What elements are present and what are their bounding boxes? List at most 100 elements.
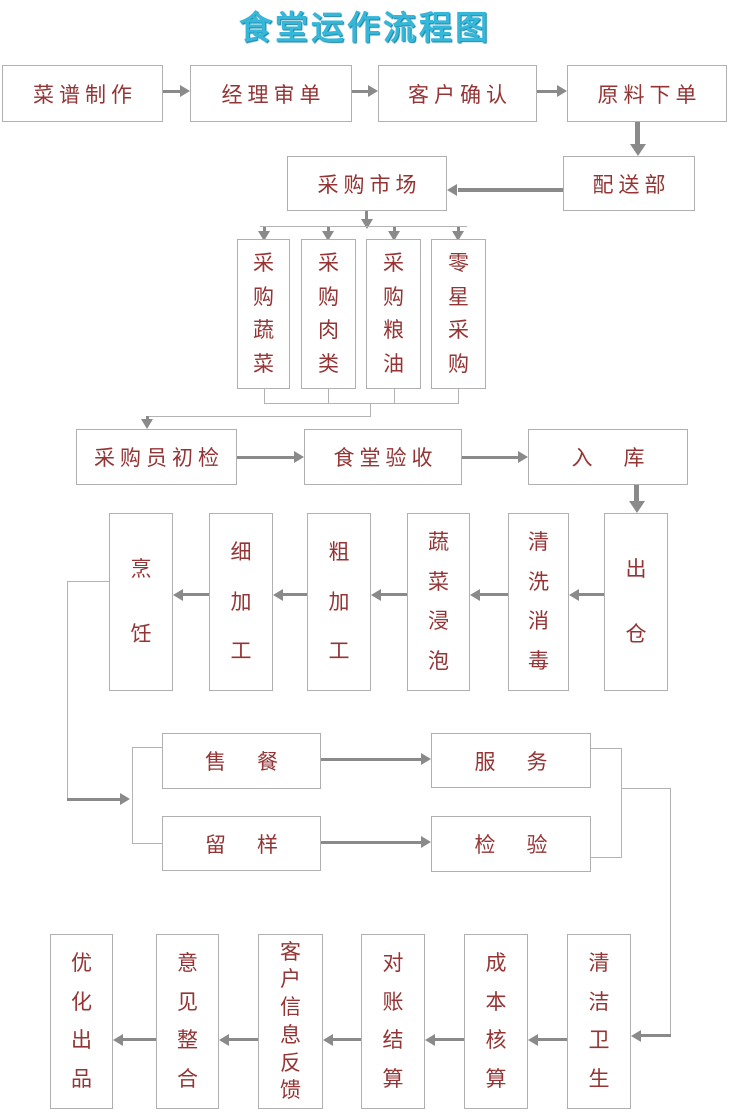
merge-stub-3 xyxy=(394,389,395,403)
arrow-head-order-to-delivery xyxy=(630,144,646,156)
right-bracket-vline xyxy=(621,748,622,858)
node-optimize-output: 优化出品 xyxy=(50,934,113,1109)
node-reconciliation: 对账结算 xyxy=(361,934,425,1109)
node-cost-accounting: 成本核算 xyxy=(464,934,528,1109)
arrow-head-sample-to-inspection xyxy=(421,836,431,848)
arrow-shaft-feedback-to-opinion xyxy=(229,1038,258,1041)
page-title: 食堂运作流程图 xyxy=(239,11,491,47)
arrow-head-sale-to-service xyxy=(421,753,431,765)
split-arrow-head-1 xyxy=(258,231,270,241)
node-menu-creation: 菜谱制作 xyxy=(2,65,163,122)
node-buy-vegetables: 采购蔬菜 xyxy=(237,239,290,389)
arrow-head-fine-to-cooking xyxy=(173,589,183,601)
node-vegetable-soaking: 蔬菜浸泡 xyxy=(407,513,470,691)
arrow-head-feedback-to-opinion xyxy=(219,1034,229,1046)
node-rough-processing: 粗加工 xyxy=(307,513,371,691)
split-arrow-shaft-2 xyxy=(327,227,330,233)
arrow-shaft-fine-to-cooking xyxy=(183,593,209,596)
split-arrow-shaft-1 xyxy=(263,227,266,233)
cooking-exit-vline xyxy=(67,581,68,800)
arrow-shaft-cost-to-reconcile xyxy=(435,1038,464,1041)
right-bracket-top-stub xyxy=(591,748,621,749)
arrow-shaft-sample-to-inspection xyxy=(321,841,421,844)
node-inspection: 检 验 xyxy=(431,816,591,872)
arrow-head-cleaning-to-cost xyxy=(528,1034,538,1046)
arrow-shaft-reconcile-to-feedback xyxy=(333,1038,361,1041)
split-arrow-shaft-4 xyxy=(457,227,460,233)
cooking-exit-hline xyxy=(67,581,109,582)
node-buy-meat: 采购肉类 xyxy=(301,239,356,389)
left-bracket-vline xyxy=(132,747,133,844)
arrow-head-review-to-confirm xyxy=(368,85,378,97)
merge-hline xyxy=(264,403,459,404)
right-bracket-bottom-stub xyxy=(591,857,621,858)
split-arrow-head-2 xyxy=(322,231,334,241)
node-warehouse-out: 出仓 xyxy=(604,513,668,691)
node-canteen-acceptance: 食堂验收 xyxy=(304,429,462,485)
node-service: 服 务 xyxy=(431,733,591,788)
arrow-head-soak-to-rough xyxy=(371,589,381,601)
node-ingredient-order: 原料下单 xyxy=(567,65,727,122)
node-cleaning: 清洁卫生 xyxy=(567,934,631,1109)
arrow-shaft-cooking-to-bracket xyxy=(67,798,120,801)
merge-vline xyxy=(370,403,371,417)
arrow-head-cooking-to-bracket xyxy=(120,793,130,805)
arrow-head-opinion-to-optimize xyxy=(113,1034,123,1046)
arrow-shaft-cleaning-to-cost xyxy=(538,1038,567,1041)
arrow-shaft-in-to-out xyxy=(634,485,639,503)
left-bracket-bottom-stub xyxy=(132,843,162,844)
arrow-shaft-opinion-to-optimize xyxy=(123,1038,156,1041)
arrow-head-reconcile-to-feedback xyxy=(323,1034,333,1046)
arrow-shaft-acceptance-to-in xyxy=(462,456,519,459)
arrow-head-confirm-to-order xyxy=(557,85,567,97)
node-opinion-integration: 意见整合 xyxy=(156,934,219,1109)
connector-market-down-head xyxy=(361,219,373,229)
arrow-shaft-rough-to-fine xyxy=(283,593,307,596)
connector-market-down-shaft xyxy=(365,211,368,221)
node-manager-review: 经理审单 xyxy=(190,65,352,122)
split-arrow-shaft-3 xyxy=(393,227,396,233)
arrow-head-rough-to-fine xyxy=(273,589,283,601)
arrow-shaft-out-to-wash xyxy=(579,593,604,596)
split-arrow-head-4 xyxy=(452,231,464,241)
arrow-head-wash-to-soak xyxy=(470,589,480,601)
node-delivery-dept: 配送部 xyxy=(563,156,695,211)
arrow-shaft-merge-to-check xyxy=(146,416,149,421)
node-buyer-initial-check: 采购员初检 xyxy=(76,429,237,485)
arrow-head-delivery-to-market xyxy=(447,184,457,196)
split-arrow-head-3 xyxy=(388,231,400,241)
node-warehouse-in: 入 库 xyxy=(528,429,688,485)
merge-stub-4 xyxy=(458,389,459,403)
node-customer-confirm: 客户确认 xyxy=(378,65,537,122)
node-fine-processing: 细加工 xyxy=(209,513,273,691)
left-bracket-top-stub xyxy=(132,747,162,748)
arrow-shaft-check-to-acceptance xyxy=(237,456,295,459)
arrow-shaft-sale-to-service xyxy=(321,758,421,761)
merge-hline-2 xyxy=(147,416,371,417)
arrow-head-merge-to-check xyxy=(141,419,153,429)
arrow-shaft-delivery-to-market xyxy=(458,188,563,192)
node-sample-retention: 留 样 xyxy=(162,816,321,871)
arrow-shaft-wash-to-soak xyxy=(480,593,508,596)
node-wash-disinfect: 清洗消毒 xyxy=(508,513,569,691)
arrow-head-out-to-wash xyxy=(569,589,579,601)
arrow-shaft-order-to-delivery xyxy=(635,122,640,146)
node-meal-sale: 售 餐 xyxy=(162,733,321,789)
node-sporadic-purchase: 零星采购 xyxy=(431,239,486,389)
arrow-head-in-to-out xyxy=(629,501,645,513)
arrow-head-check-to-acceptance xyxy=(294,451,304,463)
arrow-shaft-to-cleaning xyxy=(641,1034,671,1037)
node-cooking: 烹饪 xyxy=(109,513,173,691)
node-customer-feedback: 客户信息反馈 xyxy=(258,934,323,1109)
arrow-head-menu-to-review xyxy=(180,85,190,97)
arrow-shaft-review-to-confirm xyxy=(352,90,369,93)
arrow-head-to-cleaning xyxy=(631,1030,641,1042)
right-connector-vline xyxy=(670,788,671,1037)
merge-stub-1 xyxy=(264,389,265,403)
arrow-shaft-confirm-to-order xyxy=(537,90,558,93)
right-connector-hline xyxy=(621,788,671,789)
arrow-head-cost-to-reconcile xyxy=(425,1034,435,1046)
node-buy-grain-oil: 采购粮油 xyxy=(366,239,421,389)
node-purchase-market: 采购市场 xyxy=(287,156,447,211)
